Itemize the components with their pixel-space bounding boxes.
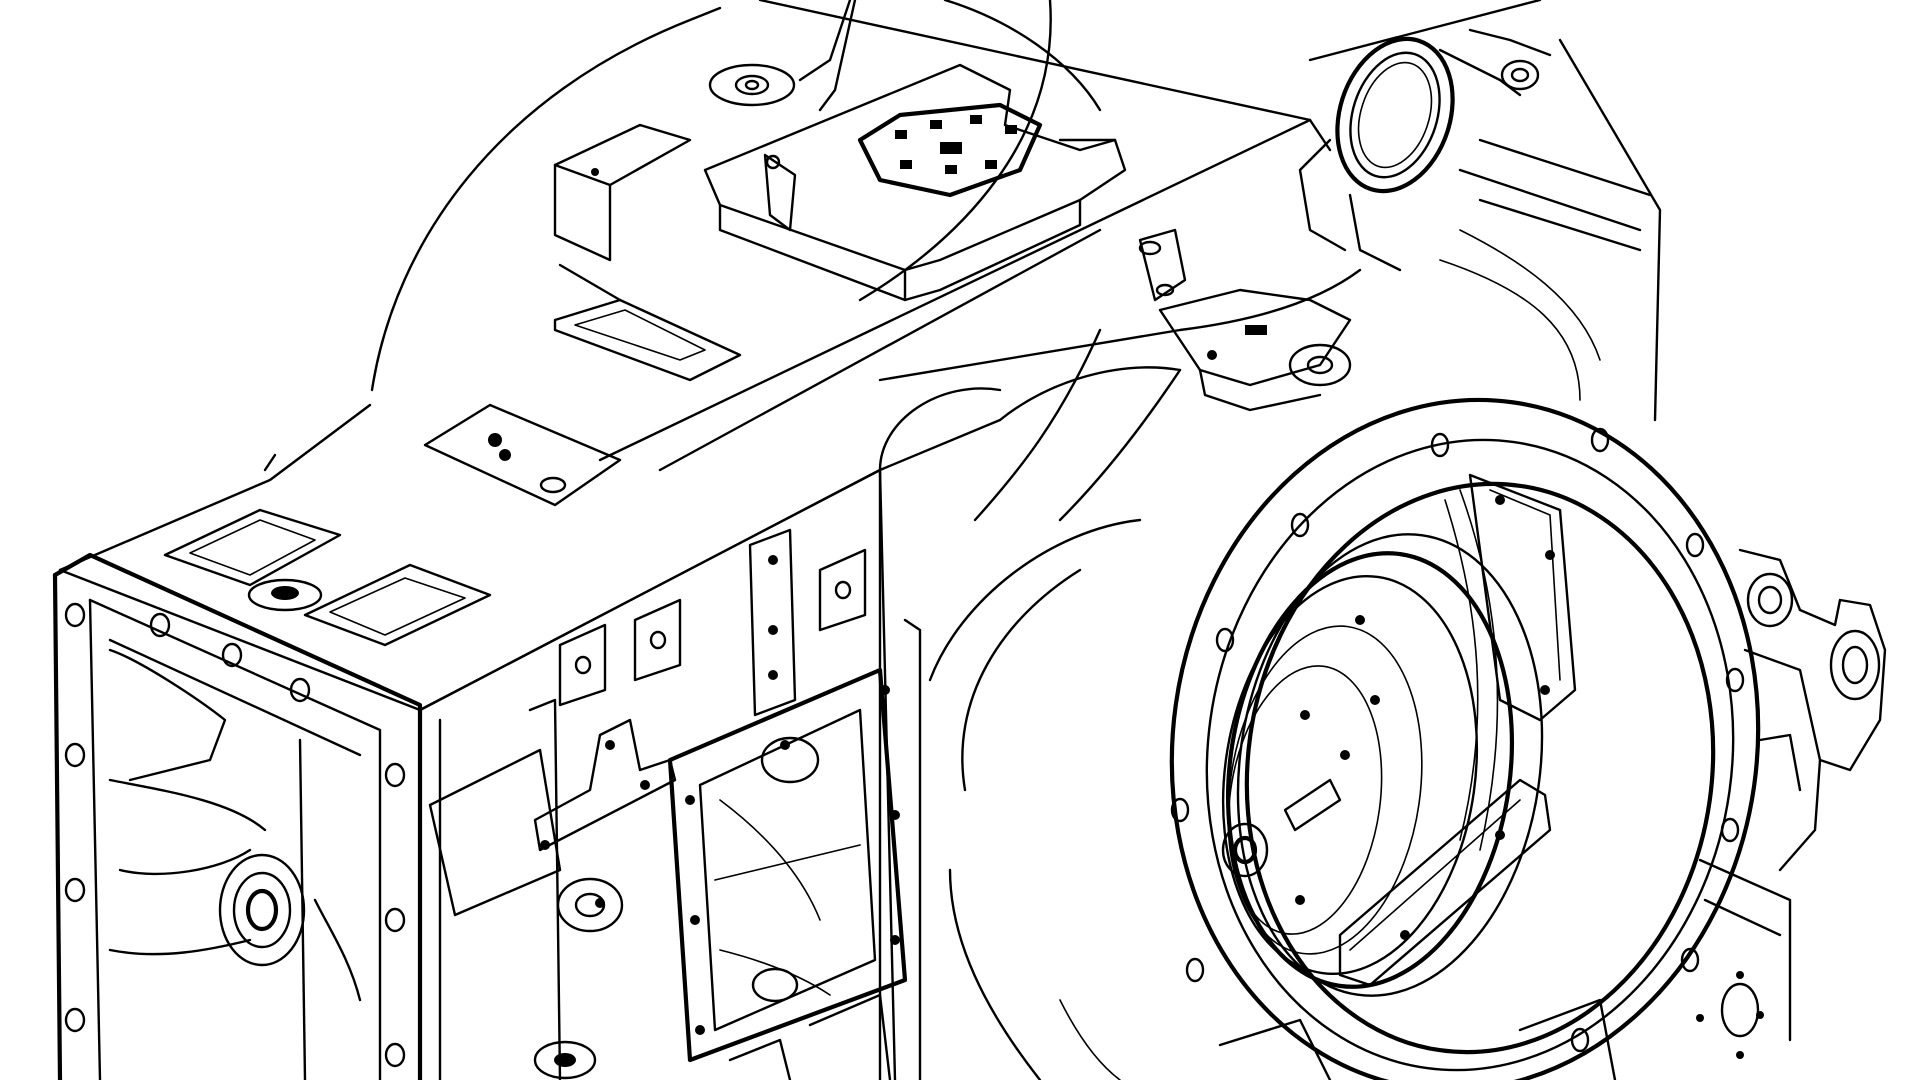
upper-shell [370,0,1662,472]
top-bearing-bore [1298,28,1552,272]
side-inspection-cover [667,468,922,1080]
top-mount-pads [553,0,1187,302]
right-ear-lug [1696,548,1887,1059]
bell-flange-bolt-holes [1170,427,1745,1053]
left-top-deck [58,298,1002,712]
bottom-features [1059,998,1617,1080]
bell-housing [878,328,1761,1080]
top-plate-bolt-pattern [895,115,1017,174]
center-lug [1158,288,1352,412]
left-front-flange [52,552,423,1080]
flange-bolt-holes [64,602,406,1068]
